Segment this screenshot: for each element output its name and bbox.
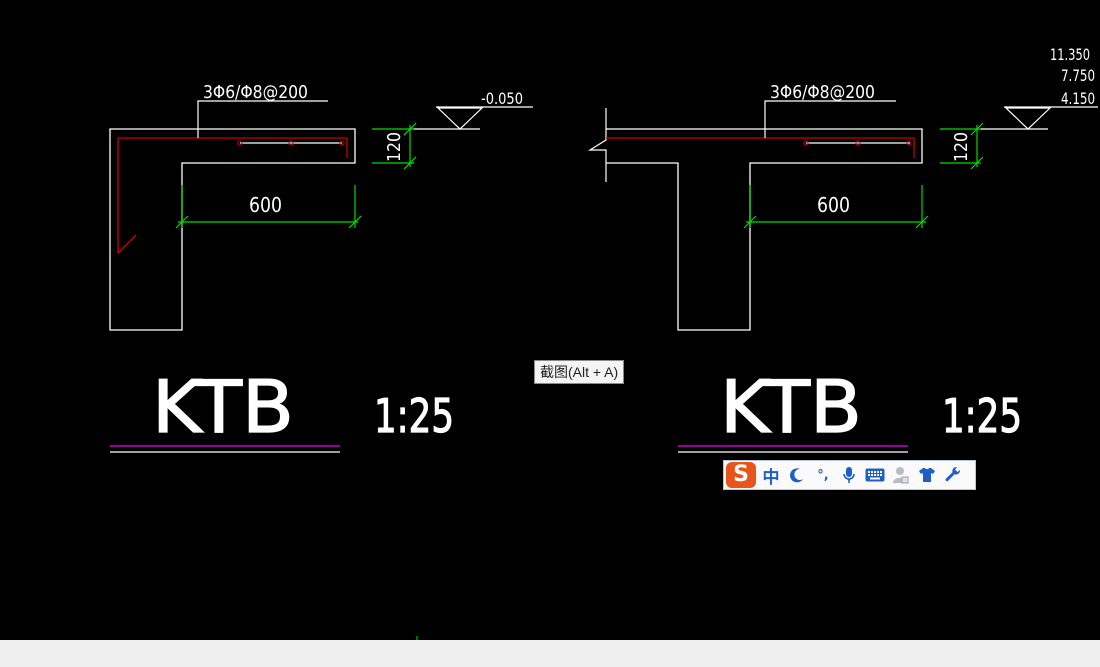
shirt-icon (918, 467, 936, 483)
right-rebar-leader (764, 100, 896, 138)
left-section-outline (109, 128, 356, 331)
voice-input-button[interactable] (838, 463, 860, 487)
left-rebar-dot (339, 140, 345, 146)
right-width-dim-text: 600 (817, 193, 850, 217)
sogou-logo-icon[interactable]: S (726, 462, 756, 488)
left-elevation-triangle (436, 107, 484, 130)
left-width-dim-text: 600 (249, 193, 282, 217)
left-rebar-label: 3Φ6/Φ8@200 (203, 82, 308, 103)
moon-icon (789, 467, 805, 483)
right-elevation-label-2: 7.750 (1061, 66, 1095, 85)
left-width-dimension (175, 185, 362, 229)
account-button[interactable] (890, 463, 912, 487)
user-icon (893, 466, 909, 484)
right-width-dimension (743, 185, 929, 229)
status-strip (0, 640, 1100, 667)
left-thickness-dim-text: 120 (384, 132, 405, 162)
keyboard-icon (865, 468, 885, 482)
right-elevation-triangle (1004, 107, 1052, 130)
right-elevation-label-1: 11.350 (1050, 45, 1090, 64)
left-rebar-main (117, 137, 348, 253)
microphone-icon (842, 466, 856, 484)
skin-button[interactable] (916, 463, 938, 487)
ime-toolbar[interactable]: S 中 °, (723, 460, 976, 490)
right-rebar-main (606, 137, 915, 158)
right-rebar-dot (855, 140, 861, 146)
right-rebar-label: 3Φ6/Φ8@200 (770, 82, 875, 103)
wrench-icon (944, 466, 962, 484)
right-section-outline (606, 128, 923, 331)
right-rebar-dot (906, 140, 912, 146)
left-detail-scale: 1:25 (374, 389, 454, 443)
punctuation-button[interactable]: °, (817, 467, 829, 483)
right-rebar-dot (803, 140, 809, 146)
right-detail-scale: 1:25 (942, 389, 1022, 443)
left-rebar-hook (117, 234, 137, 254)
screenshot-tooltip: 截图(Alt + A) (534, 360, 625, 384)
left-detail-title: KTB (152, 365, 294, 449)
left-elevation-label: -0.050 (481, 89, 523, 108)
left-thickness-dimension (372, 122, 417, 170)
left-rebar-dot (237, 140, 243, 146)
chinese-mode-button[interactable]: 中 (762, 467, 780, 488)
right-break-line (587, 108, 607, 182)
right-thickness-dim-text: 120 (951, 132, 972, 162)
half-width-button[interactable] (786, 463, 808, 487)
right-detail-title: KTB (720, 365, 862, 449)
left-detail: 3Φ6/Φ8@200 -0.050 600 120 KTB 1:25 (109, 82, 533, 453)
soft-keyboard-button[interactable] (864, 463, 886, 487)
left-rebar-leader (197, 100, 328, 138)
right-thickness-dimension (940, 122, 984, 170)
right-detail: 3Φ6/Φ8@200 11.350 7.750 4.150 600 120 KT… (587, 45, 1098, 453)
right-elevation-label-3: 4.150 (1061, 89, 1095, 108)
cad-drawing-canvas[interactable]: 3Φ6/Φ8@200 -0.050 600 120 KTB 1:25 (0, 0, 1100, 640)
tools-button[interactable] (942, 463, 964, 487)
left-rebar-dot (288, 140, 294, 146)
